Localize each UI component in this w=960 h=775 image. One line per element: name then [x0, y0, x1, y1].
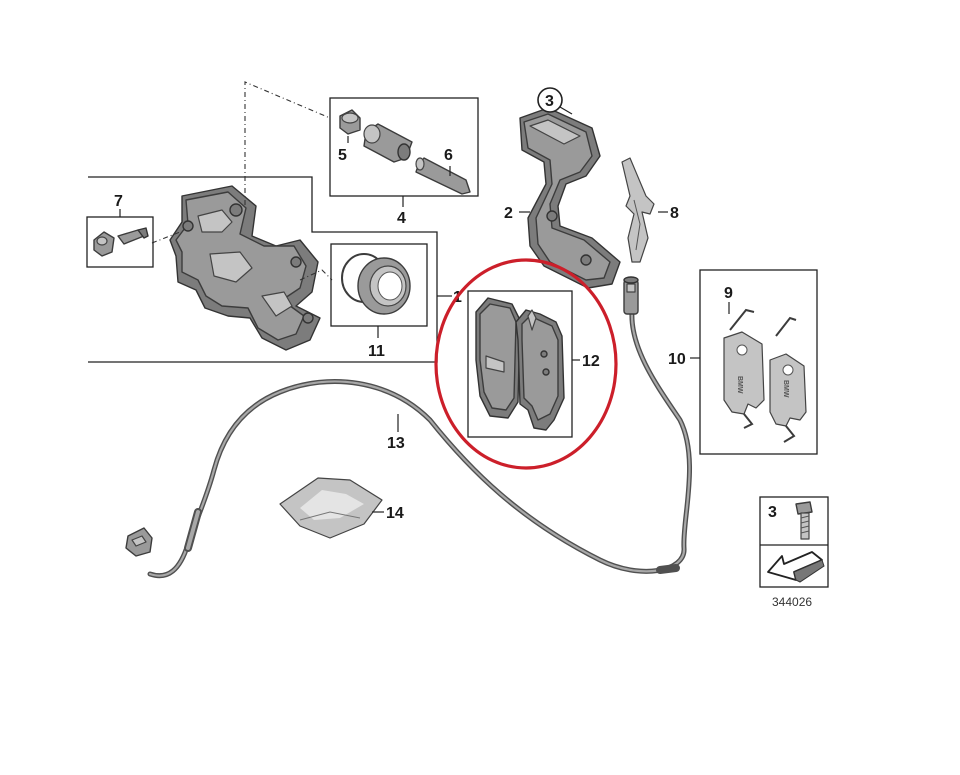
guide-pin-kit-group: 4 5 6: [329, 97, 479, 227]
brake-caliper-part: [169, 185, 321, 351]
link-bleeder: [151, 231, 181, 244]
grease-packet-part: [279, 477, 383, 539]
bleeder-cap-part: [93, 231, 115, 257]
legend-frame: [759, 496, 829, 588]
legend-callout: 3: [768, 504, 777, 521]
callout-13: 13: [387, 435, 405, 452]
callout-2: 2: [504, 205, 513, 222]
pad-spring-left-part: BMW: [723, 308, 765, 429]
callout-14: 14: [386, 505, 404, 522]
brake-pad-inner-part: [475, 297, 521, 419]
guide-pin-part: [415, 157, 471, 195]
pad-spring-right-part: BMW: [769, 316, 807, 443]
brake-pad-group: 12: [434, 258, 618, 470]
highlight-ring: [434, 258, 618, 470]
callout-10: 10: [668, 351, 686, 368]
caliper-carrier-part: [519, 107, 621, 289]
bleeder-valve-group: 7: [86, 193, 154, 268]
link-caliper-to-seal: [299, 269, 333, 281]
piston-seal-group: 11: [330, 243, 428, 360]
bolt-icon: [795, 501, 813, 540]
dust-cap-part: [339, 109, 361, 135]
pad-spring-kit-frame: [699, 269, 818, 455]
bushing-part: [363, 123, 413, 163]
bmw-logo-icon: BMW: [736, 376, 743, 394]
arrow-icon: [767, 551, 825, 583]
wear-sensor-group: 13: [125, 276, 692, 578]
brake-pad-frame: [467, 290, 573, 438]
callout-3: 3: [545, 93, 554, 110]
callout-7: 7: [114, 193, 123, 210]
sensor-probe-part: [623, 276, 639, 315]
legend-group: 3: [759, 496, 829, 588]
callout-12: 12: [582, 353, 600, 370]
spring-clip-part: [621, 157, 655, 263]
callout-11: 11: [368, 343, 385, 360]
link-caliper-to-pins: [244, 81, 331, 205]
callout-6: 6: [444, 147, 453, 164]
caliper-carrier-group: 2 3: [504, 87, 621, 289]
sensor-cable-part: [147, 309, 692, 578]
reference-number: 344026: [772, 595, 812, 609]
spring-clip-group: 8: [621, 157, 679, 263]
bmw-logo-icon-2: BMW: [782, 380, 789, 398]
bleeder-screw-part: [117, 227, 149, 245]
grease-packet-group: 14: [279, 477, 404, 539]
pad-spring-kit-group: 10 9 BMW BMW: [668, 269, 818, 455]
callout-9: 9: [724, 285, 733, 302]
seal-ring-part: [341, 253, 411, 315]
callout-4: 4: [397, 210, 406, 227]
caliper-assembly-frame: [88, 176, 438, 363]
callout-3-circle: [537, 87, 563, 113]
piston-seal-frame: [330, 243, 428, 327]
caliper-assembly-group: 1: [88, 176, 462, 363]
callout-8: 8: [670, 205, 679, 222]
brake-pad-outer-part: [515, 309, 565, 431]
leader-line-3: [559, 106, 573, 115]
sensor-connector-part: [125, 527, 153, 557]
callout-5: 5: [338, 147, 347, 164]
guide-pin-kit-frame: [329, 97, 479, 197]
